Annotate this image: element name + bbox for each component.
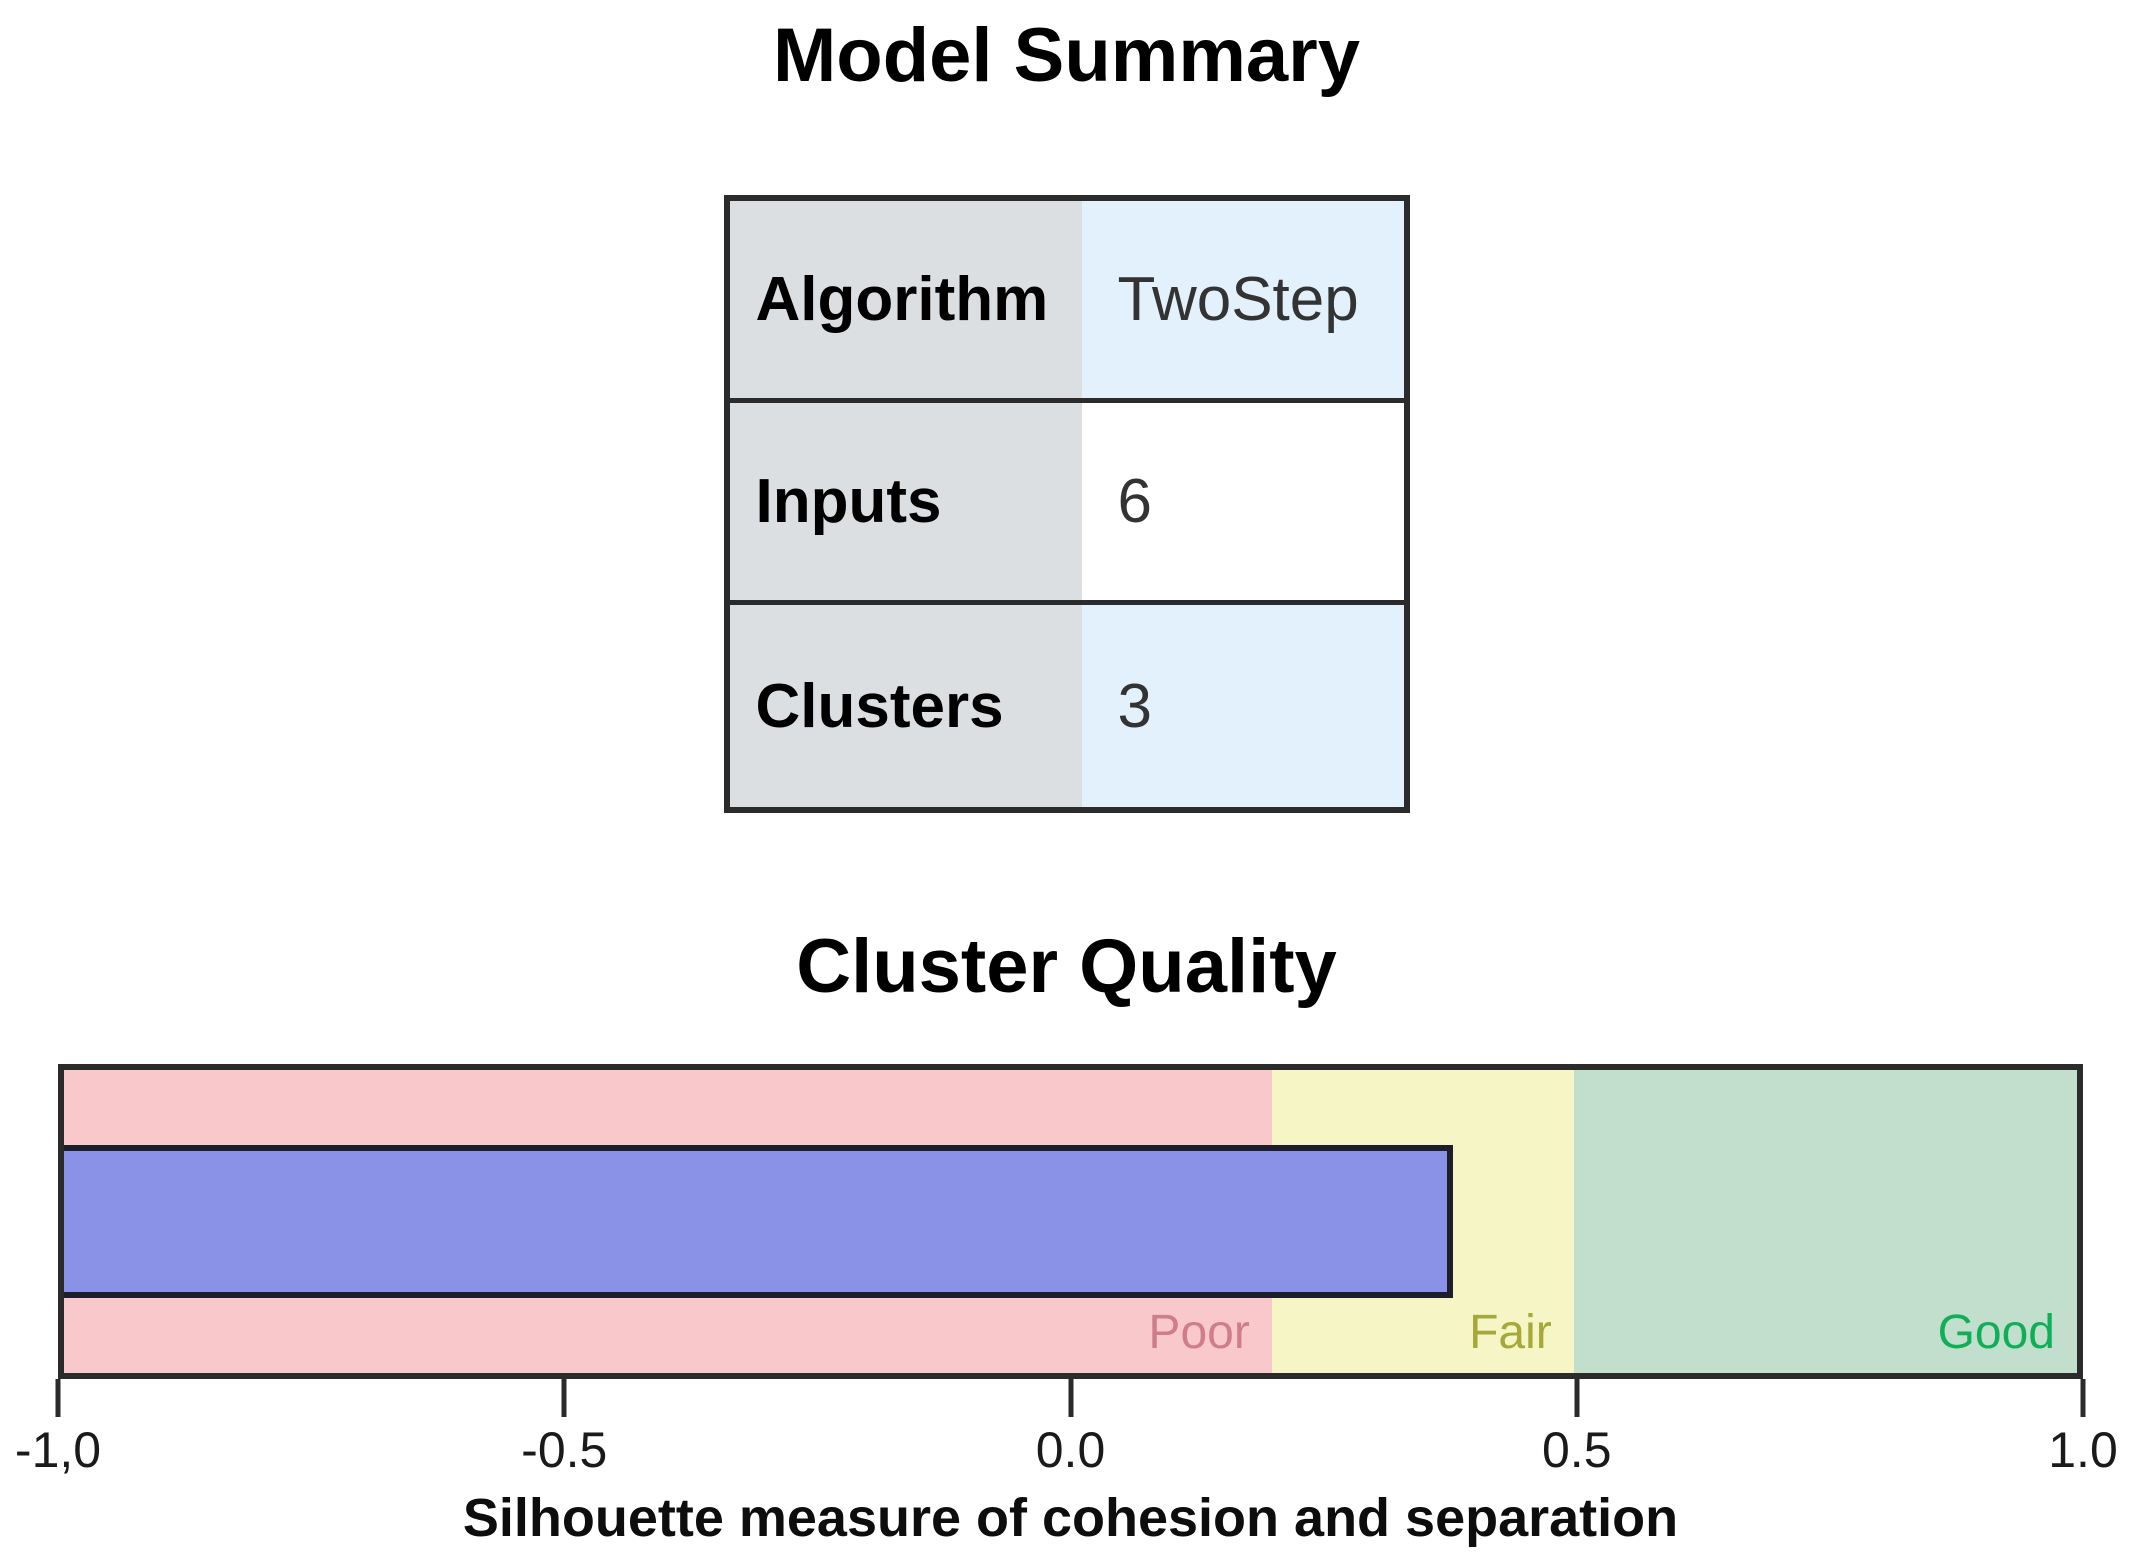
table-row-value: TwoStep (1081, 201, 1404, 398)
axis-tick (55, 1379, 61, 1417)
table-row-value: 3 (1081, 605, 1404, 807)
axis-tick-label: 0.0 (1035, 1422, 1106, 1478)
axis-tick (561, 1379, 567, 1417)
axis-tick (1068, 1379, 1073, 1417)
axis-tick (2080, 1379, 2086, 1417)
cluster-quality-title: Cluster Quality (796, 924, 1337, 1009)
cluster-quality-chart: Poor Fair Good (58, 1064, 2083, 1379)
table-row: Algorithm TwoStep (729, 201, 1404, 403)
axis-tick-label: -1,0 (14, 1422, 102, 1478)
table-row-label: Algorithm (729, 201, 1082, 398)
axis-tick-label: -0.5 (521, 1422, 608, 1478)
zone-label-good: Good (1937, 1306, 2055, 1359)
table-row: Inputs 6 (729, 403, 1404, 605)
zone-good (1573, 1070, 2077, 1373)
model-summary-table: Algorithm TwoStep Inputs 6 Clusters 3 (723, 195, 1410, 813)
axis-tick (1574, 1379, 1580, 1417)
table-row-value: 6 (1081, 403, 1404, 600)
axis-tick-label: 0.5 (1541, 1422, 1612, 1478)
table-row-label: Clusters (729, 605, 1082, 807)
x-axis-title: Silhouette measure of cohesion and separ… (462, 1488, 1679, 1548)
silhouette-bar (64, 1144, 1453, 1299)
model-summary-title: Model Summary (772, 13, 1361, 98)
axis-tick-label: 1.0 (2048, 1422, 2118, 1478)
zone-label-poor: Poor (1148, 1306, 1250, 1359)
x-axis: -1,0 -0.5 0.0 0.5 1.0 (15, 1379, 2118, 1487)
table-row-label: Inputs (729, 403, 1082, 600)
zone-label-fair: Fair (1469, 1306, 1552, 1359)
table-row: Clusters 3 (729, 605, 1404, 807)
